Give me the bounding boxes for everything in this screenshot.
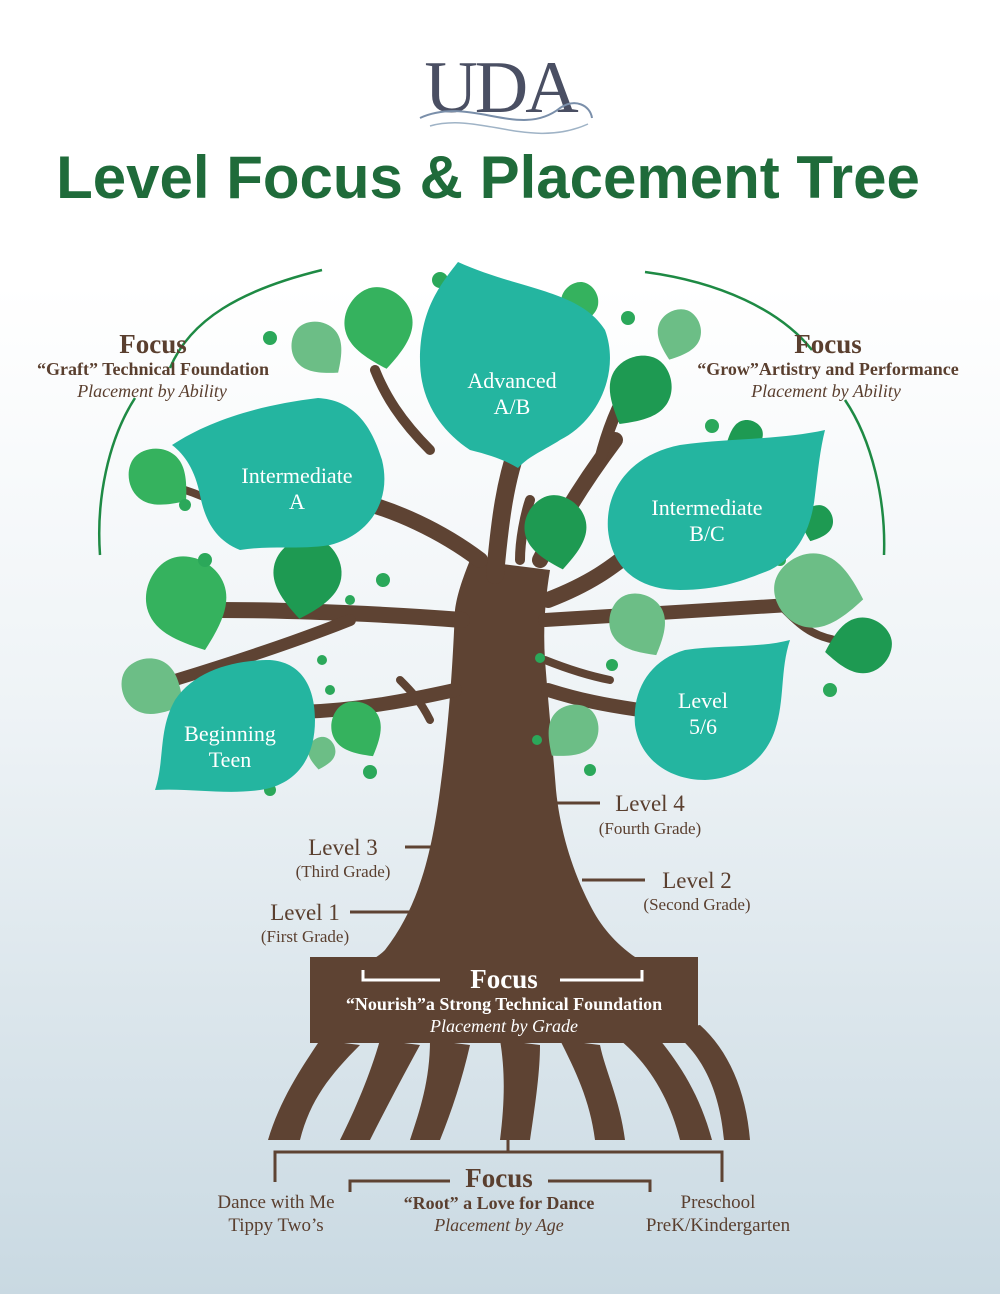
leaf-level-56: Level 5/6 bbox=[634, 640, 790, 780]
leaf-beginning-teen-line2: Teen bbox=[209, 747, 251, 772]
left-arc bbox=[168, 268, 323, 369]
svg-text:Intermediate: Intermediate bbox=[651, 495, 762, 520]
level-2-title: Level 2 bbox=[662, 868, 732, 893]
level-3-grade: (Third Grade) bbox=[296, 862, 391, 881]
root-right-line1: Preschool bbox=[681, 1192, 756, 1213]
level-1-title: Level 1 bbox=[270, 900, 340, 925]
tree-trunk bbox=[330, 560, 670, 975]
svg-text:Beginning: Beginning bbox=[184, 721, 276, 746]
leaf-intermediate-bc: Intermediate B/C bbox=[607, 430, 825, 590]
level-1-grade: (First Grade) bbox=[261, 927, 349, 946]
focus-graft: Focus “Graft” Technical Foundation Place… bbox=[37, 329, 269, 401]
roots bbox=[268, 1025, 750, 1140]
root-brackets bbox=[273, 1085, 724, 1192]
svg-text:Intermediate: Intermediate bbox=[241, 463, 352, 488]
leaf-advanced-line2: A/B bbox=[494, 394, 531, 419]
leaf-beginning-teen: Beginning Teen bbox=[155, 660, 315, 792]
level-2-grade: (Second Grade) bbox=[643, 895, 750, 914]
leaf-intermediate-a-line2: A bbox=[289, 489, 305, 514]
level-4-title: Level 4 bbox=[615, 791, 685, 816]
leaf-level-56-line1: Level bbox=[678, 688, 728, 713]
leaf-intermediate-bc-line2: B/C bbox=[689, 521, 724, 546]
level-2-label: Level 2 (Second Grade) bbox=[643, 868, 750, 914]
page-title: Level Focus & Placement Tree bbox=[56, 144, 920, 211]
root-right-line2: PreK/Kindergarten bbox=[646, 1215, 791, 1236]
root-left-label: Dance with Me Tippy Two’s bbox=[217, 1192, 334, 1236]
uda-logo: UDA bbox=[419, 47, 593, 135]
focus-root: Focus “Root” a Love for Dance Placement … bbox=[404, 1163, 595, 1235]
leaf-intermediate-a-line1: Intermediate bbox=[241, 463, 352, 488]
focus-graft-heading: Focus bbox=[119, 329, 187, 359]
level-4-grade: (Fourth Grade) bbox=[599, 819, 701, 838]
focus-graft-subtitle: “Graft” Technical Foundation bbox=[37, 359, 269, 379]
focus-nourish-heading: Focus bbox=[470, 964, 538, 994]
focus-grow: Focus “Grow”Artistry and Performance Pla… bbox=[697, 329, 959, 401]
focus-grow-heading: Focus bbox=[794, 329, 862, 359]
leaf-intermediate-bc-line1: Intermediate bbox=[651, 495, 762, 520]
root-left-line1: Dance with Me bbox=[217, 1192, 334, 1213]
right-arc-lower bbox=[843, 399, 886, 556]
svg-text:A: A bbox=[289, 489, 305, 514]
leaf-advanced: Advanced A/B bbox=[420, 262, 610, 468]
leaf-beginning-teen-line1: Beginning bbox=[184, 721, 276, 746]
focus-root-placement: Placement by Age bbox=[433, 1215, 564, 1235]
leaf-intermediate-a: Intermediate A bbox=[172, 398, 385, 550]
svg-text:B/C: B/C bbox=[689, 521, 724, 546]
focus-root-subtitle: “Root” a Love for Dance bbox=[404, 1193, 595, 1213]
root-left-line2: Tippy Two’s bbox=[228, 1215, 323, 1236]
root-right-label: Preschool PreK/Kindergarten bbox=[646, 1192, 791, 1236]
svg-text:5/6: 5/6 bbox=[689, 714, 717, 739]
leaf-level-56-line2: 5/6 bbox=[689, 714, 717, 739]
focus-root-heading: Focus bbox=[465, 1163, 533, 1193]
focus-nourish-placement: Placement by Grade bbox=[429, 1016, 578, 1036]
svg-text:Advanced: Advanced bbox=[467, 368, 556, 393]
level-pointers bbox=[350, 801, 645, 914]
focus-nourish-box: Focus “Nourish”a Strong Technical Founda… bbox=[310, 957, 698, 1043]
logo-text: UDA bbox=[424, 47, 578, 129]
svg-text:A/B: A/B bbox=[494, 394, 531, 419]
left-arc-lower bbox=[98, 397, 137, 556]
level-1-label: Level 1 (First Grade) bbox=[261, 900, 349, 946]
right-arc bbox=[644, 270, 813, 351]
focus-nourish-subtitle: “Nourish”a Strong Technical Foundation bbox=[346, 994, 662, 1014]
svg-text:Level: Level bbox=[678, 688, 728, 713]
svg-text:Teen: Teen bbox=[209, 747, 251, 772]
focus-grow-subtitle: “Grow”Artistry and Performance bbox=[697, 359, 959, 379]
level-3-label: Level 3 (Third Grade) bbox=[296, 835, 391, 881]
level-3-title: Level 3 bbox=[308, 835, 378, 860]
focus-grow-placement: Placement by Ability bbox=[750, 381, 901, 401]
focus-graft-placement: Placement by Ability bbox=[76, 381, 227, 401]
leaf-advanced-line1: Advanced bbox=[467, 368, 556, 393]
level-4-label: Level 4 (Fourth Grade) bbox=[599, 791, 701, 838]
